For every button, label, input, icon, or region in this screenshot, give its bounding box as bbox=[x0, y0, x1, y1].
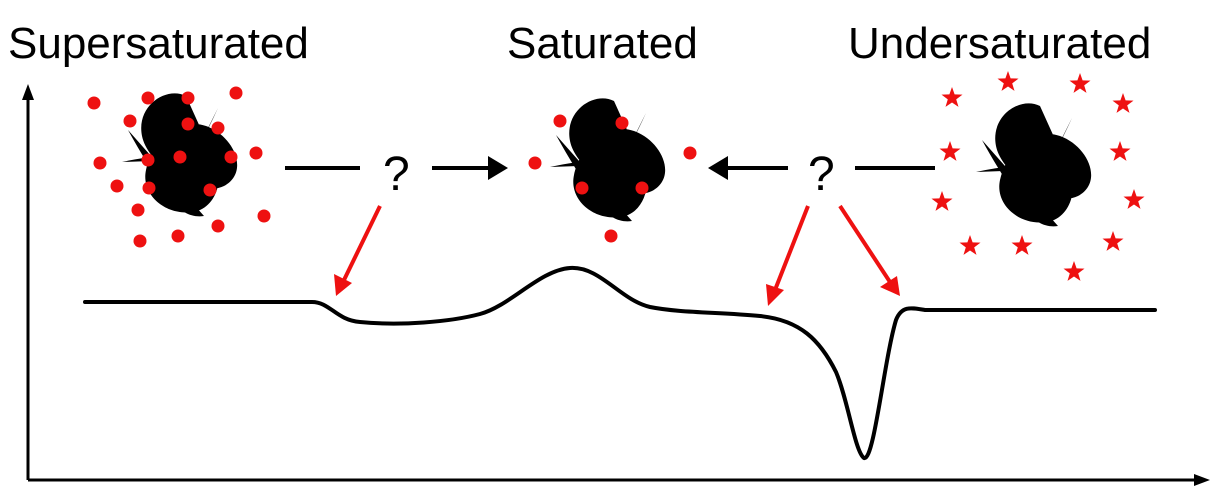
red-dot-icon bbox=[131, 203, 145, 217]
y-axis-arrow-icon bbox=[22, 84, 34, 100]
pointer-arrowhead-icon bbox=[880, 276, 900, 296]
undersaturated-label: Undersaturated bbox=[848, 19, 1151, 68]
red-dot-icon bbox=[249, 146, 263, 160]
red-dot-icon bbox=[575, 181, 589, 195]
red-dot-icon bbox=[604, 229, 618, 243]
red-star-icon bbox=[941, 87, 963, 107]
saturated-knot-icon bbox=[550, 98, 666, 222]
signal-curve bbox=[83, 265, 1157, 461]
saturated-label: Saturated bbox=[507, 19, 698, 68]
red-dot-icon bbox=[683, 146, 697, 160]
pointer-arrowhead-icon bbox=[334, 274, 352, 296]
red-dot-icon bbox=[93, 156, 107, 170]
red-star-icon bbox=[1109, 141, 1131, 161]
red-dot-icon bbox=[224, 150, 238, 164]
red-star-icon bbox=[1102, 231, 1124, 251]
x-axis-arrow-icon bbox=[1194, 474, 1210, 486]
pointer-arrow-right-b bbox=[838, 204, 892, 284]
red-star-icon bbox=[939, 141, 961, 161]
pointer-arrow-left bbox=[342, 205, 382, 281]
left-arrowhead-icon bbox=[708, 156, 728, 180]
red-dot-icon bbox=[615, 116, 629, 130]
saturated-particles bbox=[528, 114, 697, 243]
axes bbox=[22, 84, 1210, 486]
pointer-arrow-right-a bbox=[773, 205, 810, 291]
supersaturated-particles bbox=[87, 86, 271, 248]
red-dot-icon bbox=[141, 153, 155, 167]
red-star-icon bbox=[1069, 73, 1091, 93]
red-star-icon bbox=[1112, 93, 1134, 113]
pointer-arrows bbox=[334, 204, 900, 306]
red-dot-icon bbox=[211, 219, 225, 233]
red-dot-icon bbox=[181, 91, 195, 105]
red-dot-icon bbox=[635, 181, 649, 195]
red-dot-icon bbox=[229, 86, 243, 100]
red-star-icon bbox=[1063, 261, 1085, 281]
red-dot-icon bbox=[173, 150, 187, 164]
supersaturated-label: Supersaturated bbox=[8, 19, 309, 68]
red-dot-icon bbox=[181, 117, 195, 131]
red-dot-icon bbox=[528, 156, 542, 170]
red-star-icon bbox=[1011, 235, 1033, 255]
pointer-arrowhead-icon bbox=[766, 284, 784, 306]
red-dot-icon bbox=[87, 96, 101, 110]
undersaturated-knot-icon bbox=[976, 103, 1092, 227]
red-dot-icon bbox=[141, 91, 155, 105]
red-dot-icon bbox=[133, 234, 147, 248]
right-question-mark: ? bbox=[808, 148, 835, 201]
red-star-icon bbox=[997, 71, 1019, 91]
red-star-icon bbox=[931, 191, 953, 211]
red-star-icon bbox=[959, 235, 981, 255]
red-star-icon bbox=[1123, 189, 1145, 209]
red-dot-icon bbox=[142, 181, 156, 195]
red-dot-icon bbox=[211, 121, 225, 135]
red-dot-icon bbox=[203, 183, 217, 197]
red-dot-icon bbox=[257, 209, 271, 223]
red-dot-icon bbox=[553, 114, 567, 128]
red-dot-icon bbox=[123, 114, 137, 128]
red-dot-icon bbox=[110, 179, 124, 193]
right-arrowhead-icon bbox=[488, 156, 508, 180]
red-dot-icon bbox=[171, 229, 185, 243]
left-question-mark: ? bbox=[383, 148, 410, 201]
